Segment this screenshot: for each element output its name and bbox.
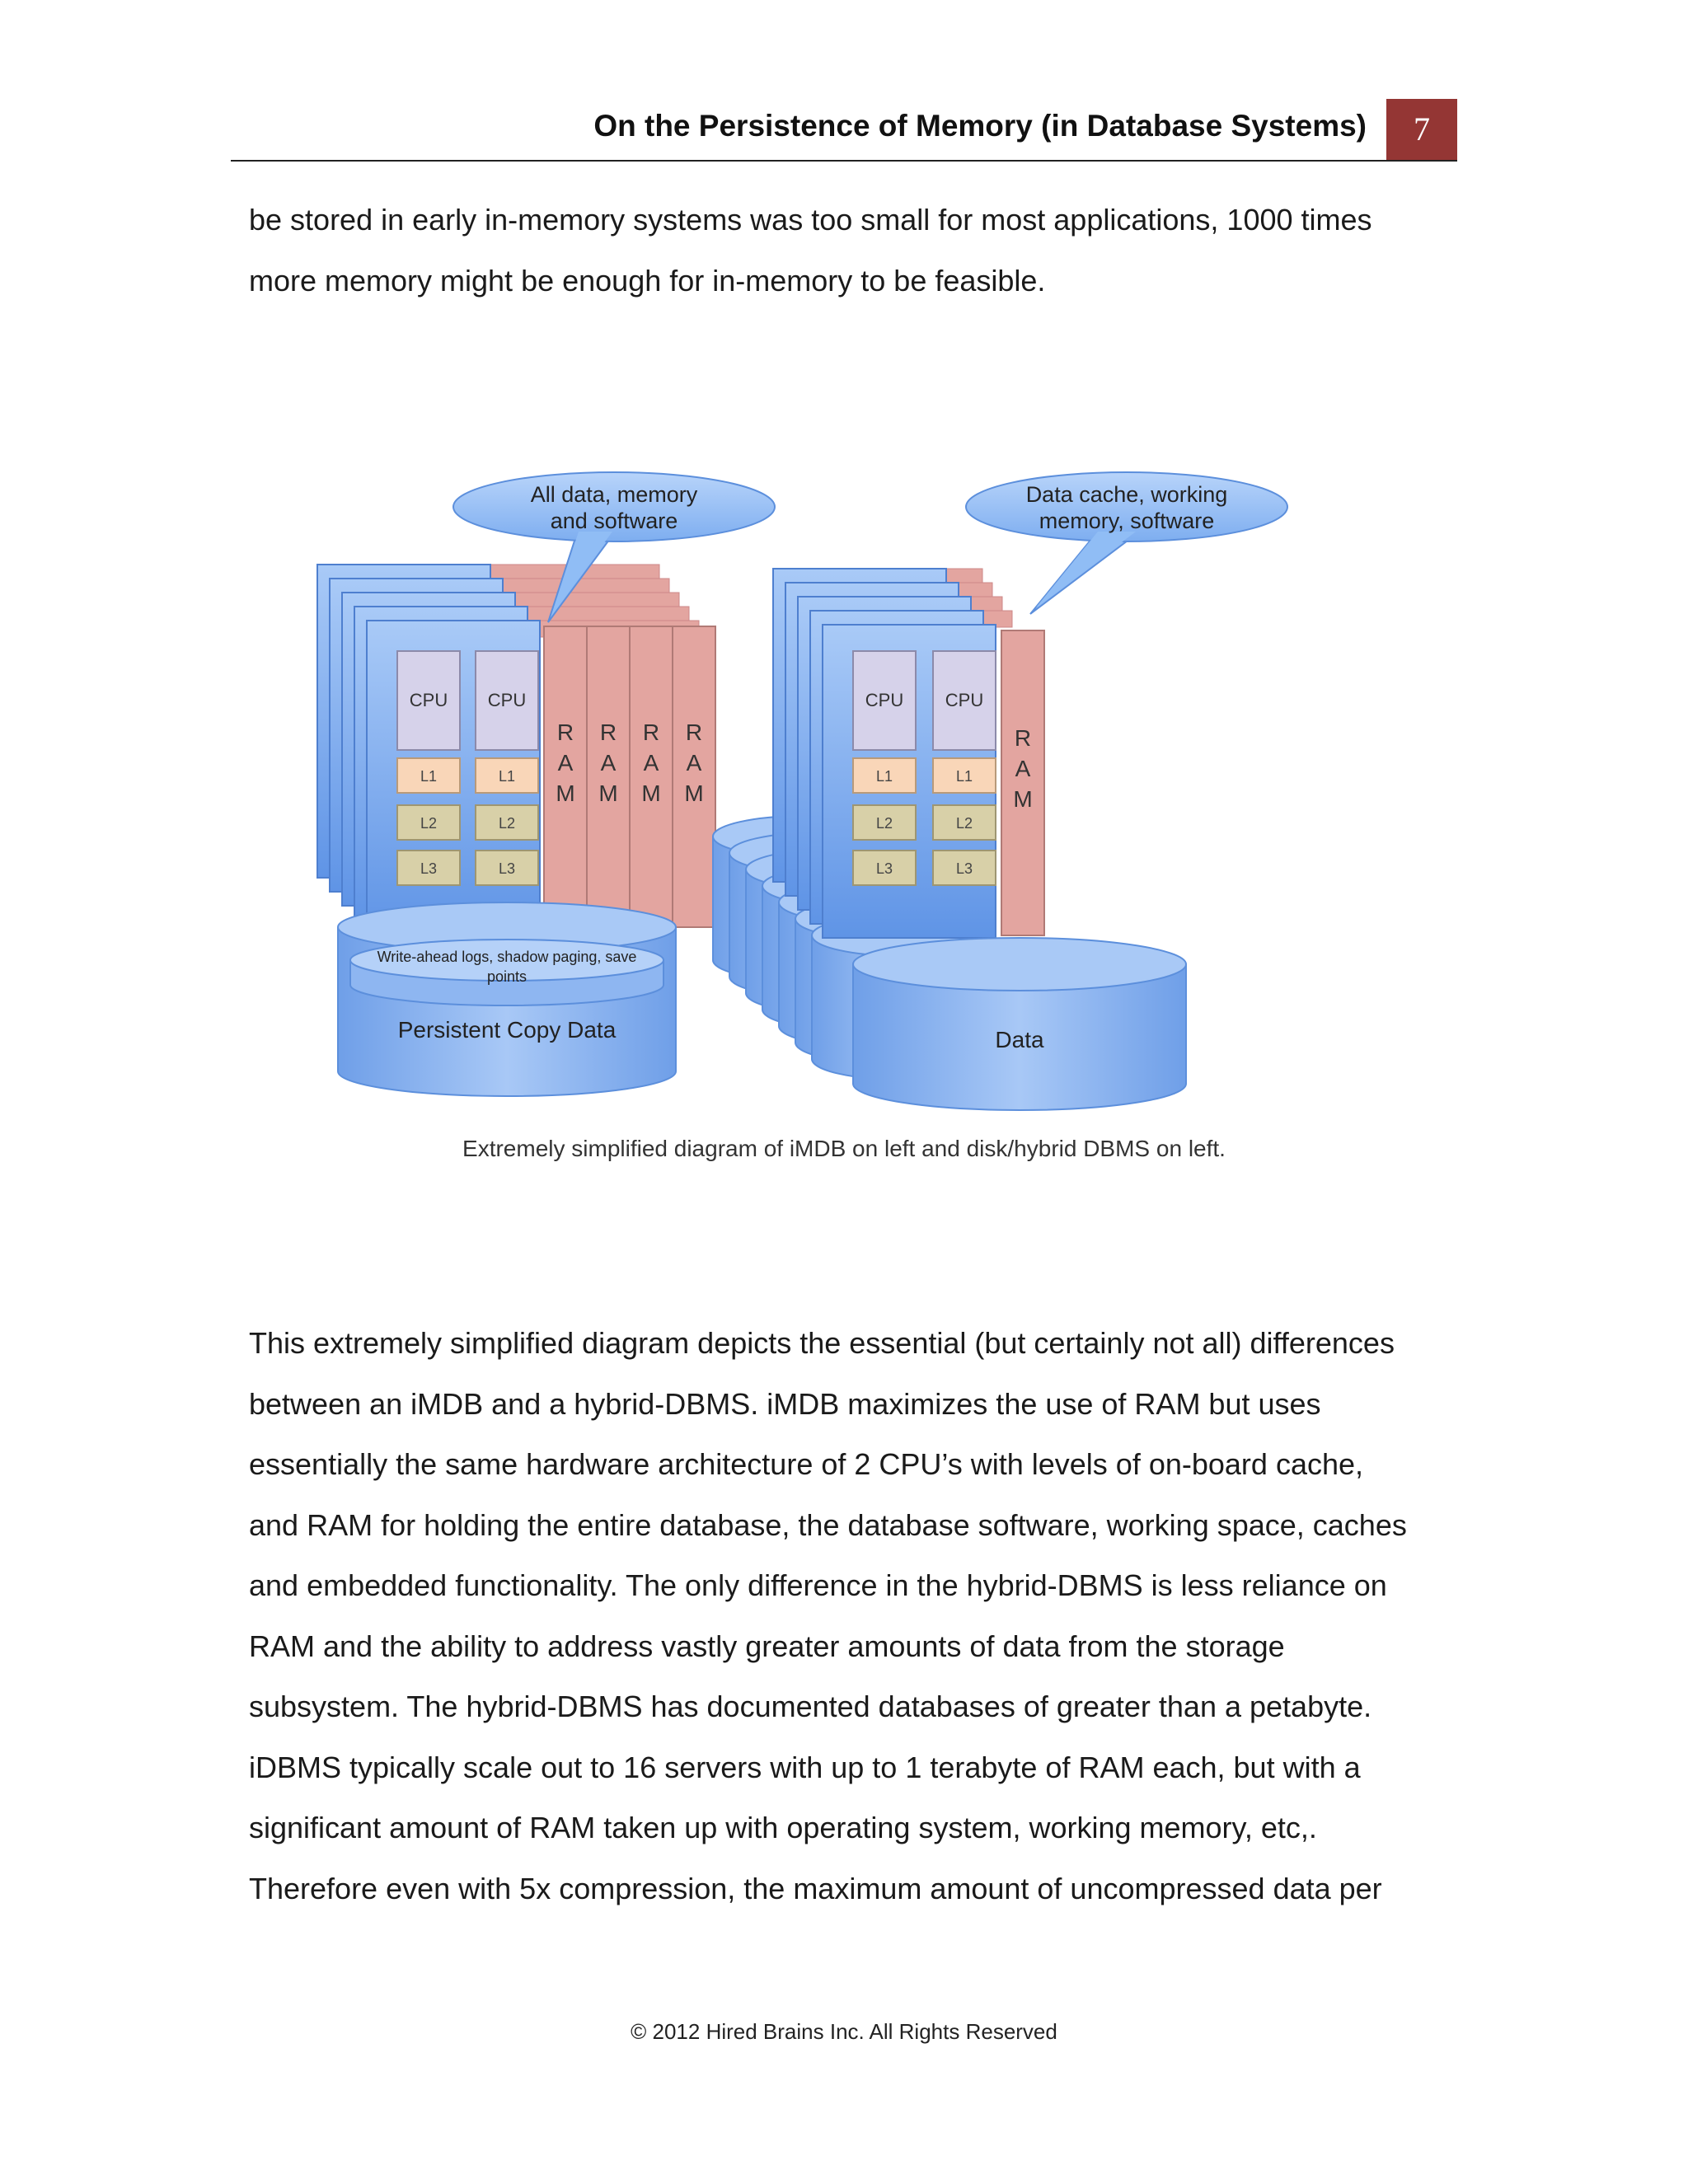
- text-line: subsystem. The hybrid-DBMS has documente…: [249, 1690, 1372, 1723]
- text-line: Therefore even with 5x compression, the …: [249, 1871, 1382, 1905]
- ram-letter: A: [644, 750, 659, 776]
- hybrid-l3-cache-1: [852, 850, 917, 886]
- callout-text: memory, software: [1039, 509, 1215, 533]
- paragraph-main: This extremely simplified diagram depict…: [249, 1313, 1461, 1919]
- data-cylinder: Data: [852, 937, 1187, 1111]
- imdb-l3-cache-2: [475, 850, 539, 886]
- cache-label-l3: L3: [420, 860, 437, 877]
- diagram-svg: CPU CPU L1 L1 L2 L2 L3 L3 R A M R A M R: [316, 471, 1288, 1111]
- cache-label-l2: L2: [499, 815, 515, 832]
- text-line: essentially the same hardware architectu…: [249, 1447, 1364, 1481]
- cache-label-l1: L1: [956, 768, 973, 785]
- imdb-ram-modules: [543, 626, 716, 928]
- text-line: be stored in early in-memory systems was…: [249, 203, 1372, 237]
- cache-label-l3: L3: [876, 860, 893, 877]
- callout-text: All data, memory: [531, 482, 698, 507]
- cache-label-l1: L1: [876, 768, 893, 785]
- ram-letter: A: [1015, 756, 1031, 781]
- cache-label-l2: L2: [876, 815, 893, 832]
- architecture-diagram: CPU CPU L1 L1 L2 L2 L3 L3 R A M R A M R: [305, 466, 1376, 1125]
- ram-letter: M: [1013, 786, 1032, 812]
- ram-letter: A: [687, 750, 702, 776]
- imdb-cpu-label-1: CPU: [410, 690, 448, 710]
- ram-letter: M: [556, 780, 574, 806]
- text-line: significant amount of RAM taken up with …: [249, 1811, 1317, 1844]
- ram-letter: R: [643, 719, 659, 745]
- hybrid-cpu-2: [932, 650, 996, 751]
- log-label: Write-ahead logs, shadow paging, save: [377, 949, 637, 965]
- hybrid-callout: Data cache, working memory, software: [965, 471, 1288, 615]
- imdb-l1-cache-2: [475, 757, 539, 794]
- ram-letter: M: [641, 780, 660, 806]
- hybrid-l1-cache-2: [932, 757, 996, 794]
- imdb-l1-cache-1: [396, 757, 461, 794]
- callout-text: Data cache, working: [1026, 482, 1228, 507]
- cache-label-l3: L3: [956, 860, 973, 877]
- imdb-callout: All data, memory and software: [452, 471, 776, 623]
- ram-letter: M: [684, 780, 703, 806]
- page-footer: © 2012 Hired Brains Inc. All Rights Rese…: [631, 2019, 1057, 2044]
- persistent-label: Persistent Copy Data: [398, 1017, 617, 1043]
- data-label: Data: [995, 1027, 1044, 1052]
- ram-letter: A: [558, 750, 574, 776]
- text-line: and RAM for holding the entire database,…: [249, 1507, 1407, 1542]
- paragraph-top: be stored in early in-memory systems was…: [249, 190, 1461, 311]
- hybrid-l2-cache-2: [932, 804, 996, 841]
- hybrid-l3-cache-2: [932, 850, 996, 886]
- hybrid-ram-module: [1001, 630, 1045, 936]
- hybrid-cpu-label-2: CPU: [945, 690, 983, 710]
- header-title: On the Persistence of Memory (in Databas…: [593, 109, 1367, 143]
- cache-label-l2: L2: [420, 815, 437, 832]
- text-line: and embedded functionality. The only dif…: [249, 1568, 1387, 1602]
- ram-letter: R: [1015, 725, 1031, 751]
- text-line: RAM and the ability to address vastly gr…: [249, 1629, 1285, 1663]
- text-line: more memory might be enough for in-memor…: [249, 263, 1046, 298]
- imdb-ram-labels: R A M R A M R A M R A M: [556, 719, 703, 806]
- ram-letter: R: [600, 719, 617, 745]
- ram-letter: R: [557, 719, 574, 745]
- ram-letter: M: [598, 780, 617, 806]
- imdb-cpu-2: [475, 650, 539, 751]
- cache-label-l2: L2: [956, 815, 973, 832]
- cache-label-l3: L3: [499, 860, 515, 877]
- log-label: points: [487, 968, 527, 985]
- imdb-cpu-1: [396, 650, 461, 751]
- hybrid-cpu-label-1: CPU: [865, 690, 903, 710]
- callout-text: and software: [551, 509, 678, 533]
- persistent-copy-cylinder: Write-ahead logs, shadow paging, save po…: [337, 902, 677, 1097]
- imdb-l3-cache-1: [396, 850, 461, 886]
- ram-letter: A: [601, 750, 617, 776]
- text-line: This extremely simplified diagram depict…: [249, 1326, 1395, 1360]
- page-header: On the Persistence of Memory (in Databas…: [231, 97, 1457, 162]
- text-line: between an iMDB and a hybrid-DBMS. iMDB …: [249, 1386, 1321, 1421]
- imdb-l2-cache-2: [475, 804, 539, 841]
- imdb-l2-cache-1: [396, 804, 461, 841]
- ram-letter: R: [686, 719, 702, 745]
- hybrid-l1-cache-1: [852, 757, 917, 794]
- cache-label-l1: L1: [499, 768, 515, 785]
- figure-caption: Extremely simplified diagram of iMDB on …: [462, 1136, 1226, 1161]
- hybrid-cpu-1: [852, 650, 917, 751]
- page-number-badge: 7: [1386, 99, 1457, 160]
- hybrid-l2-cache-1: [852, 804, 917, 841]
- text-line: iDBMS typically scale out to 16 servers …: [249, 1750, 1361, 1784]
- cache-label-l1: L1: [420, 768, 437, 785]
- imdb-cpu-label-2: CPU: [488, 690, 526, 710]
